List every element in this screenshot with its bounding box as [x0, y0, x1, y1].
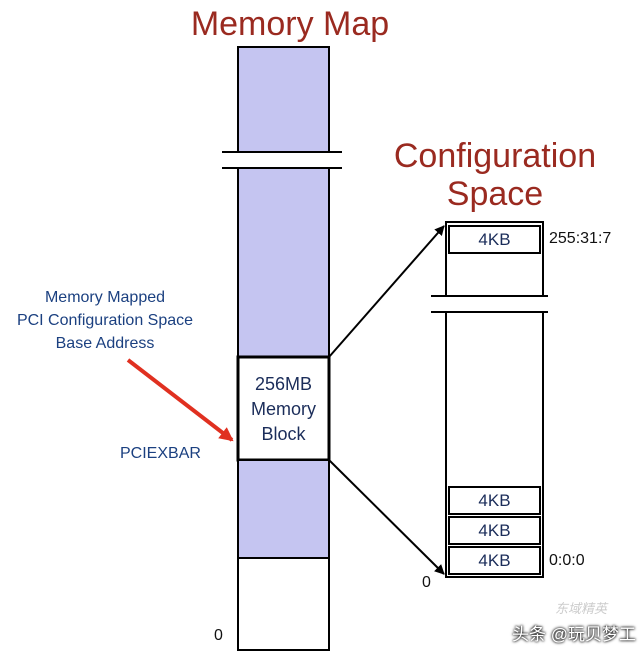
memory-map-column — [222, 46, 342, 651]
memory-block — [236, 355, 331, 462]
config-box-1-label: 4KB — [478, 491, 511, 510]
config-bottom-box-address: 0:0:0 — [549, 552, 585, 569]
config-box-2 — [448, 516, 541, 545]
memory-block-label-1: 256MB — [254, 374, 313, 394]
annotation-line-3: Base Address — [55, 335, 155, 352]
watermark-faint: 东域精英 — [555, 601, 608, 616]
pciexbar-label: PCIEXBAR — [120, 445, 201, 462]
config-space-break — [431, 295, 548, 313]
config-top-address: 255:31:7 — [549, 230, 612, 247]
memory-block-label-2: Memory — [250, 399, 316, 419]
config-zero-address: 0 — [422, 574, 431, 591]
memory-map-lower-fill — [237, 459, 330, 559]
memory-block-label-3: Block — [261, 424, 306, 444]
config-space-title-line1: Configuration — [393, 137, 597, 175]
annotation-line-1: Memory Mapped — [44, 289, 166, 306]
memory-map-bottom-region — [237, 557, 330, 651]
config-box-top-label: 4KB — [478, 230, 511, 249]
config-space-title-line2: Space — [446, 175, 544, 213]
memory-map-upper-region — [237, 46, 330, 358]
config-box-2-label: 4KB — [478, 521, 511, 540]
memory-map-zero-address: 0 — [214, 627, 223, 644]
memory-map-title: Memory Map — [190, 5, 390, 43]
memory-map-break — [222, 151, 342, 169]
watermark: 头条 @玩贝梦工 — [512, 625, 636, 644]
config-box-1 — [448, 486, 541, 515]
config-box-3-label: 4KB — [478, 551, 511, 570]
annotation-arrow — [126, 358, 234, 442]
config-box-3 — [448, 546, 541, 575]
config-space-column — [431, 221, 548, 578]
annotation-line-2: PCI Configuration Space — [16, 312, 194, 329]
connector-arrow-top — [328, 225, 445, 358]
config-box-top — [448, 225, 541, 254]
connector-arrow-bottom — [328, 459, 445, 575]
